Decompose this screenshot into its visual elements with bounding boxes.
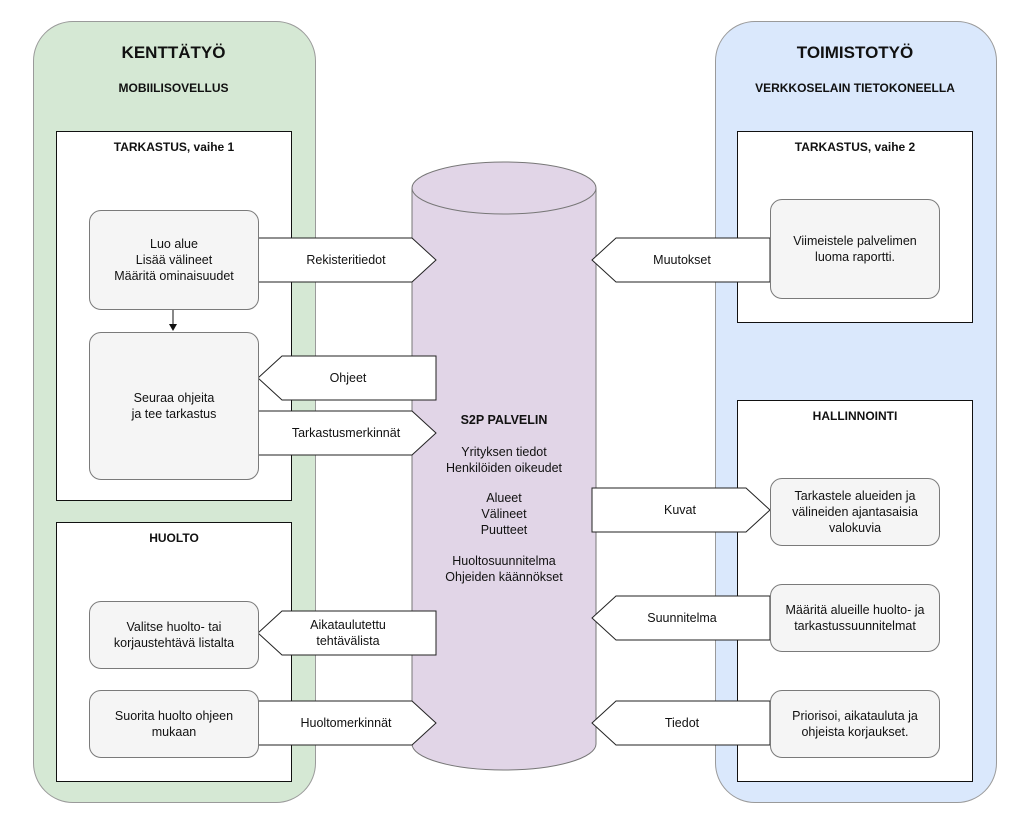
server-cylinder	[411, 161, 597, 771]
server-line: Ohjeiden käännökset	[445, 570, 563, 584]
review-photos-node: Tarkastele alueiden ja välineiden ajanta…	[770, 478, 940, 546]
select-task-node: Valitse huolto- tai korjaustehtävä lista…	[89, 601, 259, 669]
label-suunnitelma: Suunnitelma	[647, 611, 717, 625]
step-connector-arrow	[169, 310, 177, 331]
label-rekisteritiedot: Rekisteritiedot	[306, 253, 386, 267]
label-muutokset: Muutokset	[653, 253, 711, 267]
server-line: Puutteet	[480, 523, 528, 537]
server-line: Välineet	[481, 507, 527, 521]
prioritize-node: Priorisoi, aikatauluta ja ohjeista korja…	[770, 690, 940, 758]
field-work-title: KENTTÄTYÖ	[121, 43, 226, 62]
field-work-subtitle: MOBIILISOVELLUS	[118, 81, 229, 95]
server-title: S2P PALVELIN	[460, 413, 548, 427]
office-work-title: TOIMISTOTYÖ	[796, 43, 914, 62]
arrow-kuvat	[591, 487, 771, 533]
inspection-phase2-title: TARKASTUS, vaihe 2	[794, 140, 916, 154]
server-line: Henkilöiden oikeudet	[445, 461, 563, 475]
arrow-aikataulutettu	[257, 610, 437, 656]
server-line: Alueet	[486, 491, 522, 505]
label-ohjeet: Ohjeet	[329, 371, 367, 385]
label-kuvat: Kuvat	[664, 503, 696, 517]
perform-maintenance-node: Suorita huolto ohjeen mukaan	[89, 690, 259, 758]
inspection-phase1-title: TARKASTUS, vaihe 1	[113, 140, 235, 154]
label-tarkastusmerkinnat: Tarkastusmerkinnät	[291, 426, 401, 440]
server-line: Huoltosuunnitelma	[452, 554, 556, 568]
finalize-report-node: Viimeistele palvelimen luoma raportti.	[770, 199, 940, 299]
label-tiedot: Tiedot	[664, 716, 700, 730]
server-line: Yrityksen tiedot	[461, 445, 547, 459]
create-area-node: Luo alue Lisää välineet Määritä ominaisu…	[89, 210, 259, 310]
label-aikataulutettu: Aikataulutettu tehtävälista	[310, 618, 386, 648]
office-work-subtitle: VERKKOSELAIN TIETOKONEELLA	[755, 81, 955, 95]
administration-title: HALLINNOINTI	[812, 409, 898, 423]
maintenance-title: HUOLTO	[149, 531, 199, 545]
follow-instructions-node: Seuraa ohjeita ja tee tarkastus	[89, 332, 259, 480]
arrow-ohjeet	[257, 355, 437, 401]
define-plans-node: Määritä alueille huolto- ja tarkastussuu…	[770, 584, 940, 652]
label-huoltomerkinnat: Huoltomerkinnät	[300, 716, 392, 730]
